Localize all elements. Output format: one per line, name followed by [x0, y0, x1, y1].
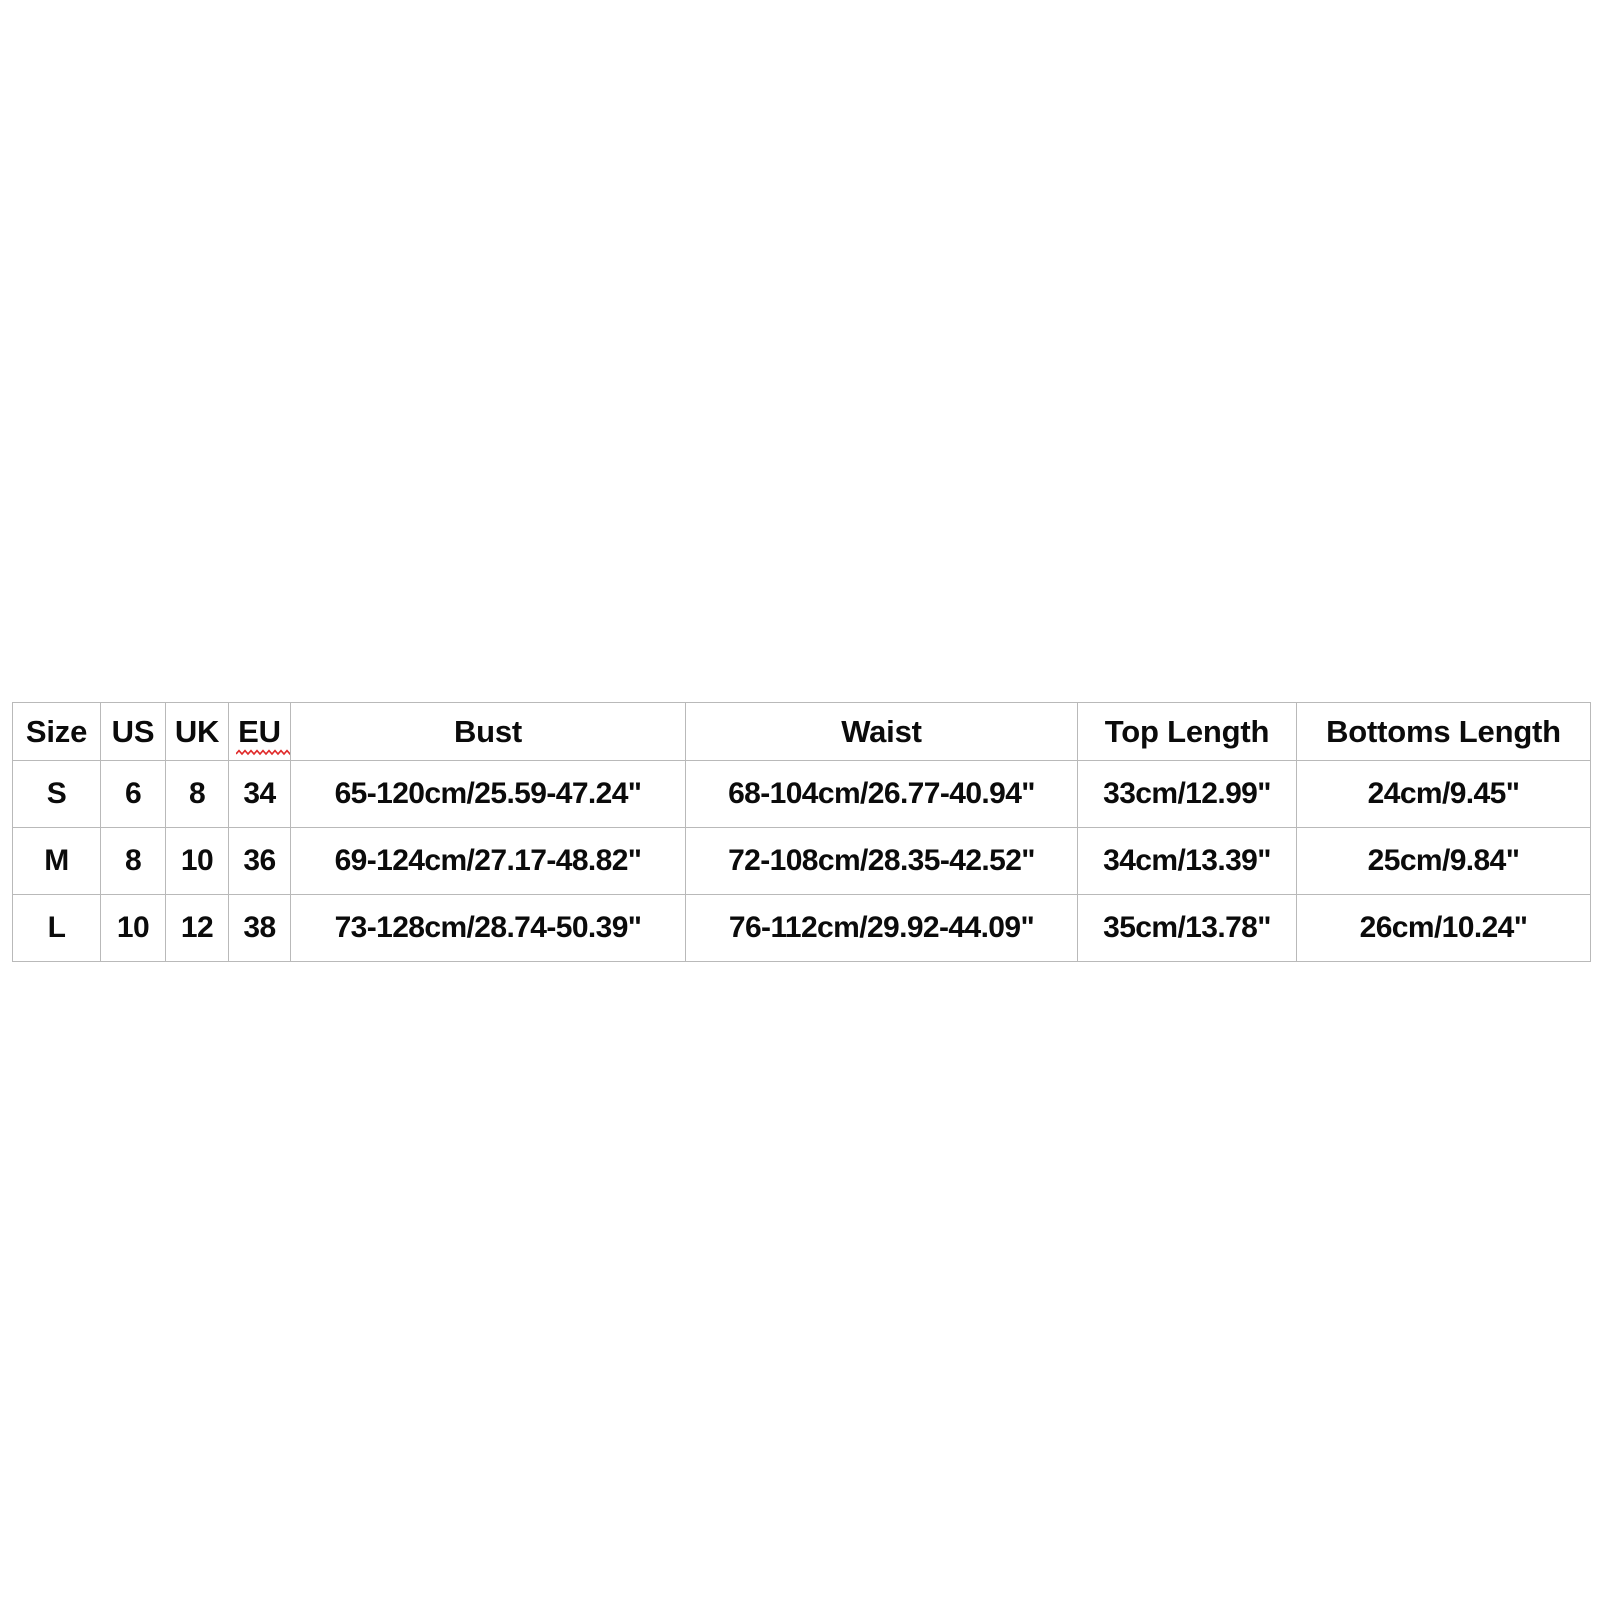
table-row: L 10 12 38 73-128cm/28.74-50.39" 76-112c… — [12, 894, 1591, 962]
cell-size: M — [12, 827, 101, 895]
header-eu-label: EU — [238, 713, 281, 749]
cell-us: 10 — [100, 894, 166, 962]
header-waist: Waist — [685, 702, 1078, 761]
cell-us: 8 — [100, 827, 166, 895]
size-chart-body: S 6 8 34 65-120cm/25.59-47.24" 68-104cm/… — [12, 760, 1591, 962]
cell-eu: 36 — [228, 827, 291, 895]
cell-waist: 76-112cm/29.92-44.09" — [685, 894, 1078, 962]
cell-eu: 38 — [228, 894, 291, 962]
spellcheck-underline-icon — [236, 748, 290, 755]
cell-bottoms-length: 26cm/10.24" — [1296, 894, 1591, 962]
header-bust: Bust — [290, 702, 686, 761]
cell-eu: 34 — [228, 760, 291, 828]
cell-bottoms-length: 25cm/9.84" — [1296, 827, 1591, 895]
cell-size: L — [12, 894, 101, 962]
size-chart-table: Size US UK EU Bust Waist Top Length — [12, 702, 1591, 962]
header-us: US — [100, 702, 166, 761]
cell-waist: 72-108cm/28.35-42.52" — [685, 827, 1078, 895]
header-bottoms-length: Bottoms Length — [1296, 702, 1591, 761]
size-chart-container: Size US UK EU Bust Waist Top Length — [12, 702, 1591, 962]
cell-uk: 10 — [165, 827, 229, 895]
cell-bust: 69-124cm/27.17-48.82" — [290, 827, 686, 895]
cell-us: 6 — [100, 760, 166, 828]
cell-top-length: 35cm/13.78" — [1077, 894, 1297, 962]
cell-top-length: 33cm/12.99" — [1077, 760, 1297, 828]
cell-bust: 65-120cm/25.59-47.24" — [290, 760, 686, 828]
size-chart-header: Size US UK EU Bust Waist Top Length — [12, 702, 1591, 761]
cell-bust: 73-128cm/28.74-50.39" — [290, 894, 686, 962]
cell-bottoms-length: 24cm/9.45" — [1296, 760, 1591, 828]
cell-uk: 8 — [165, 760, 229, 828]
header-eu: EU — [228, 702, 291, 761]
cell-waist: 68-104cm/26.77-40.94" — [685, 760, 1078, 828]
header-top-length: Top Length — [1077, 702, 1297, 761]
cell-top-length: 34cm/13.39" — [1077, 827, 1297, 895]
cell-uk: 12 — [165, 894, 229, 962]
header-eu-text-wrap: EU — [236, 713, 290, 755]
table-row: S 6 8 34 65-120cm/25.59-47.24" 68-104cm/… — [12, 760, 1591, 828]
header-row: Size US UK EU Bust Waist Top Length — [12, 702, 1591, 761]
table-row: M 8 10 36 69-124cm/27.17-48.82" 72-108cm… — [12, 827, 1591, 895]
header-size: Size — [12, 702, 101, 761]
header-uk: UK — [165, 702, 229, 761]
cell-size: S — [12, 760, 101, 828]
